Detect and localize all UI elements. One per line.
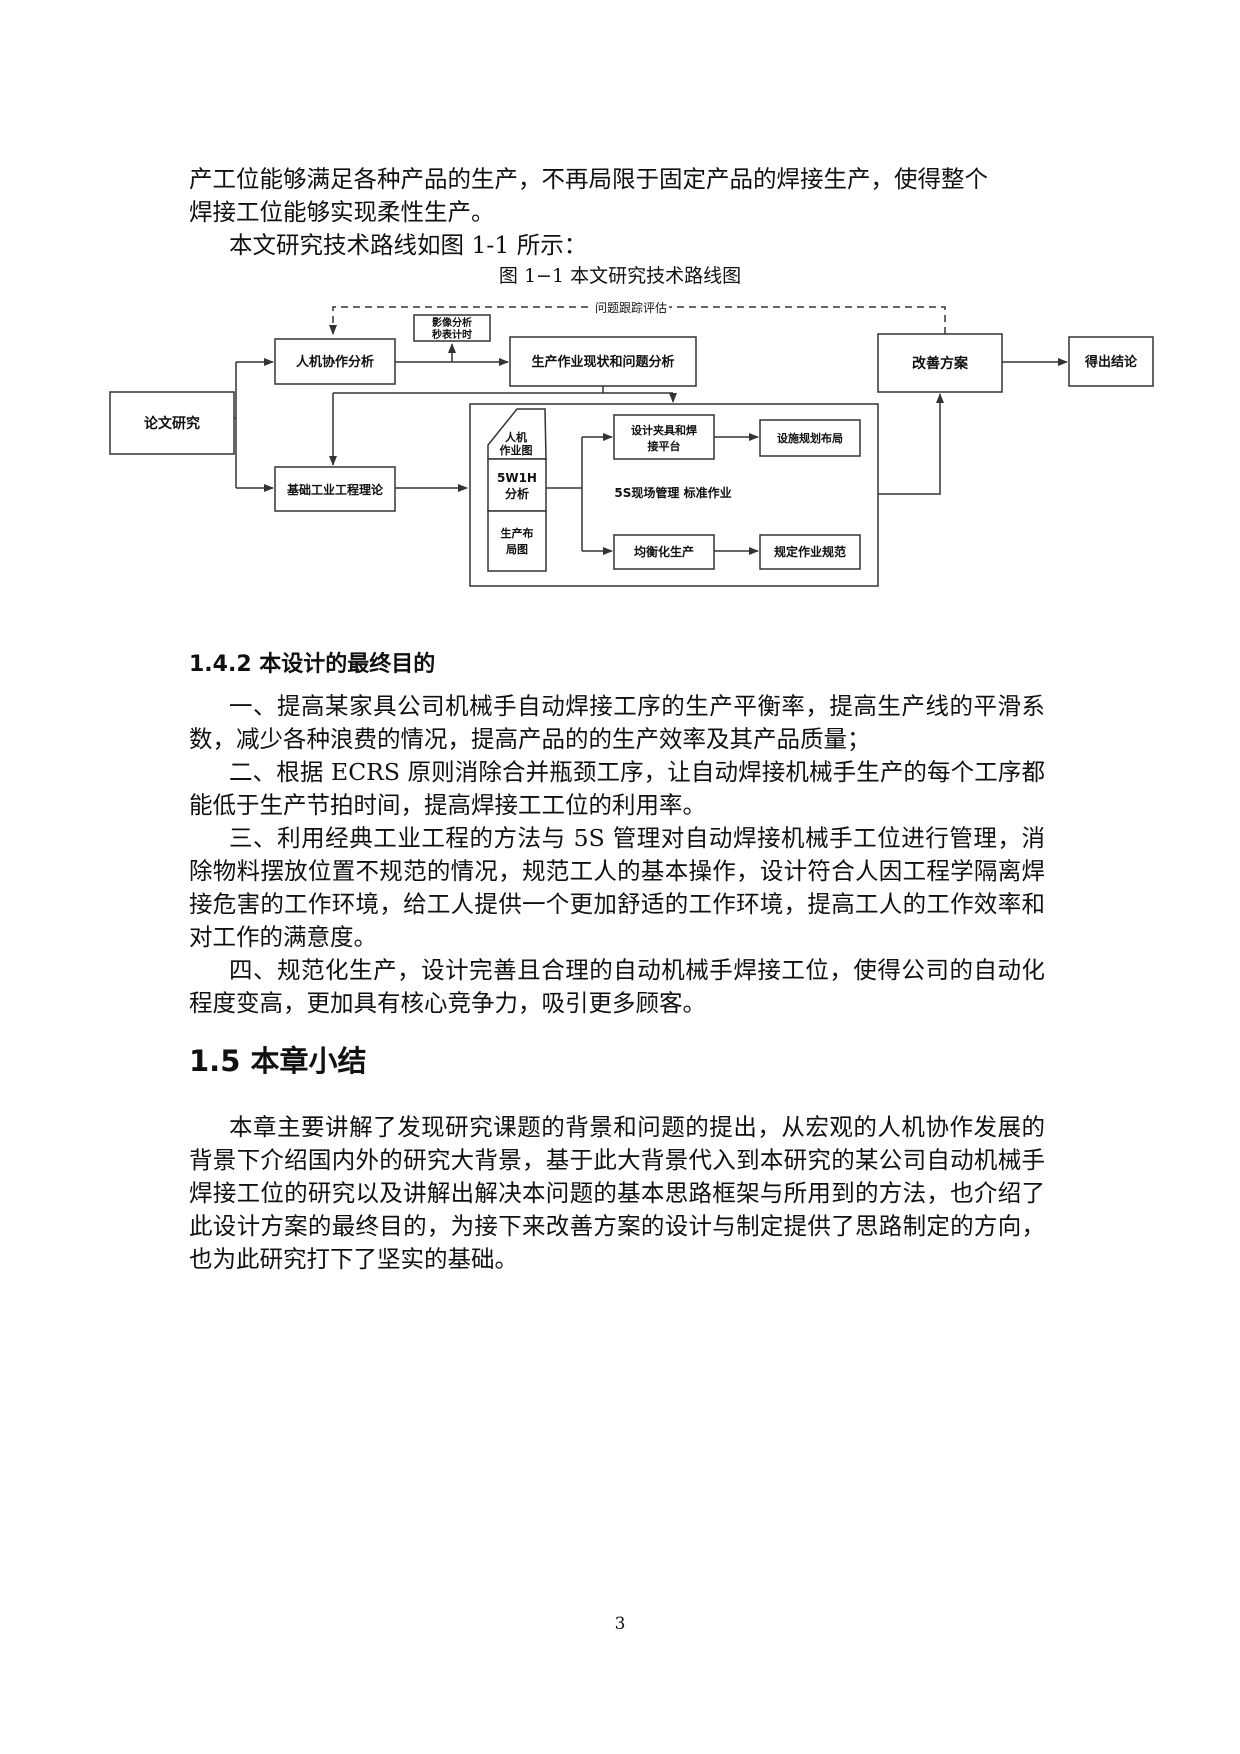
node-facility-layout-label: 设施规划布局 (777, 431, 843, 445)
node-man-machine-chart-label-1: 人机 (505, 430, 527, 444)
node-fixture-label-2: 接平台 (648, 439, 681, 453)
node-layout-label-1: 生产布 (501, 526, 534, 540)
node-fixture-label-1: 设计夹具和焊 (631, 423, 697, 437)
page-number: 3 (614, 1614, 626, 1634)
node-layout-label-2: 局图 (505, 543, 528, 556)
figure-caption: 图 1−1 本文研究技术路线图 (498, 265, 742, 287)
node-thesis-research (109, 391, 235, 455)
node-facility-layout (759, 419, 861, 457)
chapter-summary-paragraph: 本章主要讲解了发现研究课题的背景和问题的提出，从宏观的人机协作发展的背景下介绍国… (189, 1113, 1045, 1273)
technical-route-diagram: 问题跟踪评估 论文研究 人机协作分析 影像分析 秒表计时 生产作业现状和问题分析… (109, 300, 1154, 587)
node-basic-ie (274, 466, 396, 512)
tracking-label: 问题跟踪评估 (595, 301, 667, 315)
node-conclusion-label: 得出结论 (1084, 354, 1138, 370)
intro-line-3: 本文研究技术路线如图 1-1 所示： (229, 231, 588, 259)
five-s-label: 5S现场管理 标准作业 (614, 485, 731, 500)
node-fixture (613, 414, 715, 460)
node-video-analysis-label-2: 秒表计时 (432, 328, 472, 341)
node-improvement-plan (877, 333, 1003, 393)
edge-thesis-branch (234, 362, 237, 488)
node-production-status (509, 336, 697, 387)
node-5w1h-label-2: 分析 (505, 486, 529, 501)
node-improvement-plan-label: 改善方案 (912, 355, 969, 372)
node-work-standard-label: 规定作业规范 (774, 544, 846, 559)
node-human-machine-label: 人机协作分析 (296, 354, 374, 370)
section-1-4-2-heading: 1.4.2 本设计的最终目的 (189, 652, 436, 677)
intro-line-1: 产工位能够满足各种产品的生产，不再局限于固定产品的焊接生产，使得整个 (189, 165, 988, 193)
node-balanced-production (613, 534, 715, 570)
section-1-5-heading: 1.5 本章小结 (189, 1044, 367, 1078)
node-thesis-research-label: 论文研究 (144, 415, 200, 432)
edge-frame-to-improvement (878, 393, 944, 495)
edge-frame-branch (546, 437, 583, 551)
tracking-loop-edge (329, 306, 946, 335)
node-production-status-label: 生产作业现状和问题分析 (531, 354, 674, 370)
node-5w1h (487, 458, 547, 512)
node-video-analysis-label-1: 影像分析 (432, 316, 472, 329)
node-work-standard (759, 534, 861, 570)
goal-item-4: 四、规范化生产，设计完善且合理的自动机械手焊接工位，使得公司的自动化程度变高，更… (189, 956, 1045, 1017)
intro-line-2: 焊接工位能够实现柔性生产。 (189, 198, 495, 226)
goal-item-1: 一、提高某家具公司机械手自动焊接工序的生产平衡率，提高生产线的平滑系数，减少各种… (189, 692, 1045, 753)
node-basic-ie-label: 基础工业工程理论 (286, 482, 384, 497)
node-balanced-production-label: 均衡化生产 (634, 544, 694, 559)
node-conclusion (1068, 336, 1154, 387)
node-5w1h-label-1: 5W1H (497, 471, 537, 485)
node-layout (487, 510, 547, 572)
goal-item-2: 二、根据 ECRS 原则消除合并瓶颈工序，让自动焊接机械手生产的每个工序都能低于… (189, 758, 1045, 819)
node-video-analysis (413, 314, 491, 342)
node-man-machine-chart-label-2: 作业图 (500, 443, 533, 457)
goal-item-3: 三、利用经典工业工程的方法与 5S 管理对自动焊接机械手工位进行管理，消除物料摆… (189, 824, 1045, 951)
